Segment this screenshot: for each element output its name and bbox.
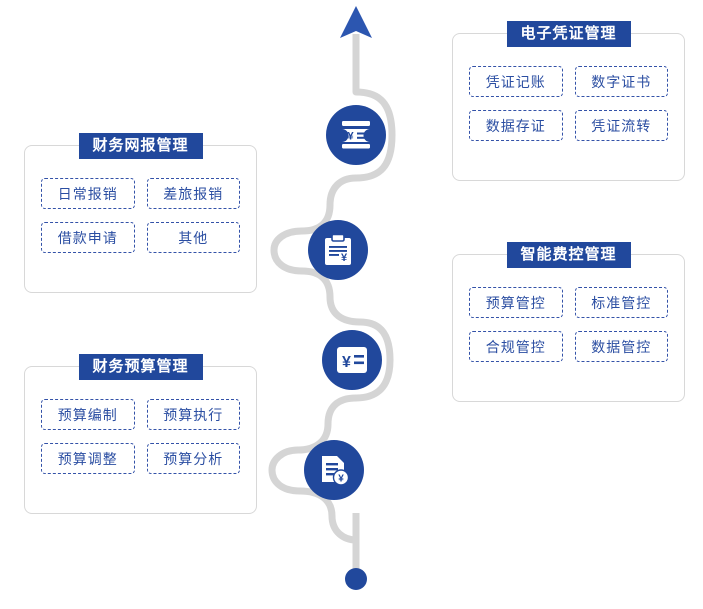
panel-yusuan-chip-grid: 预算编制 预算执行 预算调整 预算分析	[41, 399, 240, 474]
chip-wangbao-2[interactable]: 差旅报销	[146, 178, 240, 209]
panel-pingzheng-chip-grid: 凭证记账 数字证书 数据存证 凭证流转	[469, 66, 668, 141]
chip-pingzheng-4[interactable]: 凭证流转	[574, 110, 668, 141]
chip-feikong-2[interactable]: 标准管控	[574, 287, 668, 318]
panel-wangbao-title: 财务网报管理	[78, 133, 203, 160]
panel-wangbao-chip-grid: 日常报销 差旅报销 借款申请 其他	[41, 178, 240, 253]
panel-pingzheng: 电子凭证管理 凭证记账 数字证书 数据存证 凭证流转	[452, 21, 685, 181]
chip-feikong-3[interactable]: 合规管控	[469, 331, 563, 362]
panel-feikong: 智能费控管理 预算管控 标准管控 合规管控 数据管控	[452, 242, 685, 402]
svg-text:¥: ¥	[347, 131, 354, 143]
svg-text:¥: ¥	[338, 474, 344, 485]
timeline-node-2[interactable]: ¥	[308, 220, 368, 280]
chip-pingzheng-3[interactable]: 数据存证	[469, 110, 563, 141]
yen-card-icon: ¥	[336, 346, 368, 374]
panel-feikong-title: 智能费控管理	[506, 242, 631, 269]
svg-text:¥: ¥	[341, 252, 348, 264]
chip-yusuan-1[interactable]: 预算编制	[41, 399, 135, 430]
chip-feikong-1[interactable]: 预算管控	[469, 287, 563, 318]
up-arrow-head-icon	[340, 6, 372, 38]
panel-feikong-chip-grid: 预算管控 标准管控 合规管控 数据管控	[469, 287, 668, 362]
chip-wangbao-3[interactable]: 借款申请	[41, 222, 135, 253]
panel-yusuan: 财务预算管理 预算编制 预算执行 预算调整 预算分析	[24, 354, 257, 514]
end-dot-icon	[345, 568, 367, 590]
panel-wangbao: 财务网报管理 日常报销 差旅报销 借款申请 其他	[24, 133, 257, 293]
document-yen-badge-icon: ¥	[318, 454, 350, 486]
svg-text:¥: ¥	[342, 354, 351, 371]
timeline-node-4[interactable]: ¥	[304, 440, 364, 500]
timeline-node-3[interactable]: ¥	[322, 330, 382, 390]
chip-yusuan-4[interactable]: 预算分析	[146, 443, 240, 474]
chip-yusuan-3[interactable]: 预算调整	[41, 443, 135, 474]
chip-wangbao-1[interactable]: 日常报销	[41, 178, 135, 209]
chip-feikong-4[interactable]: 数据管控	[574, 331, 668, 362]
panel-pingzheng-title: 电子凭证管理	[506, 21, 631, 48]
timeline-node-1[interactable]: ¥	[326, 105, 386, 165]
voucher-yen-icon: ¥	[340, 120, 372, 150]
chip-yusuan-2[interactable]: 预算执行	[146, 399, 240, 430]
clipboard-yen-icon: ¥	[323, 234, 353, 266]
chip-pingzheng-1[interactable]: 凭证记账	[469, 66, 563, 97]
chip-pingzheng-2[interactable]: 数字证书	[574, 66, 668, 97]
chip-wangbao-4[interactable]: 其他	[146, 222, 240, 253]
panel-yusuan-title: 财务预算管理	[78, 354, 203, 381]
